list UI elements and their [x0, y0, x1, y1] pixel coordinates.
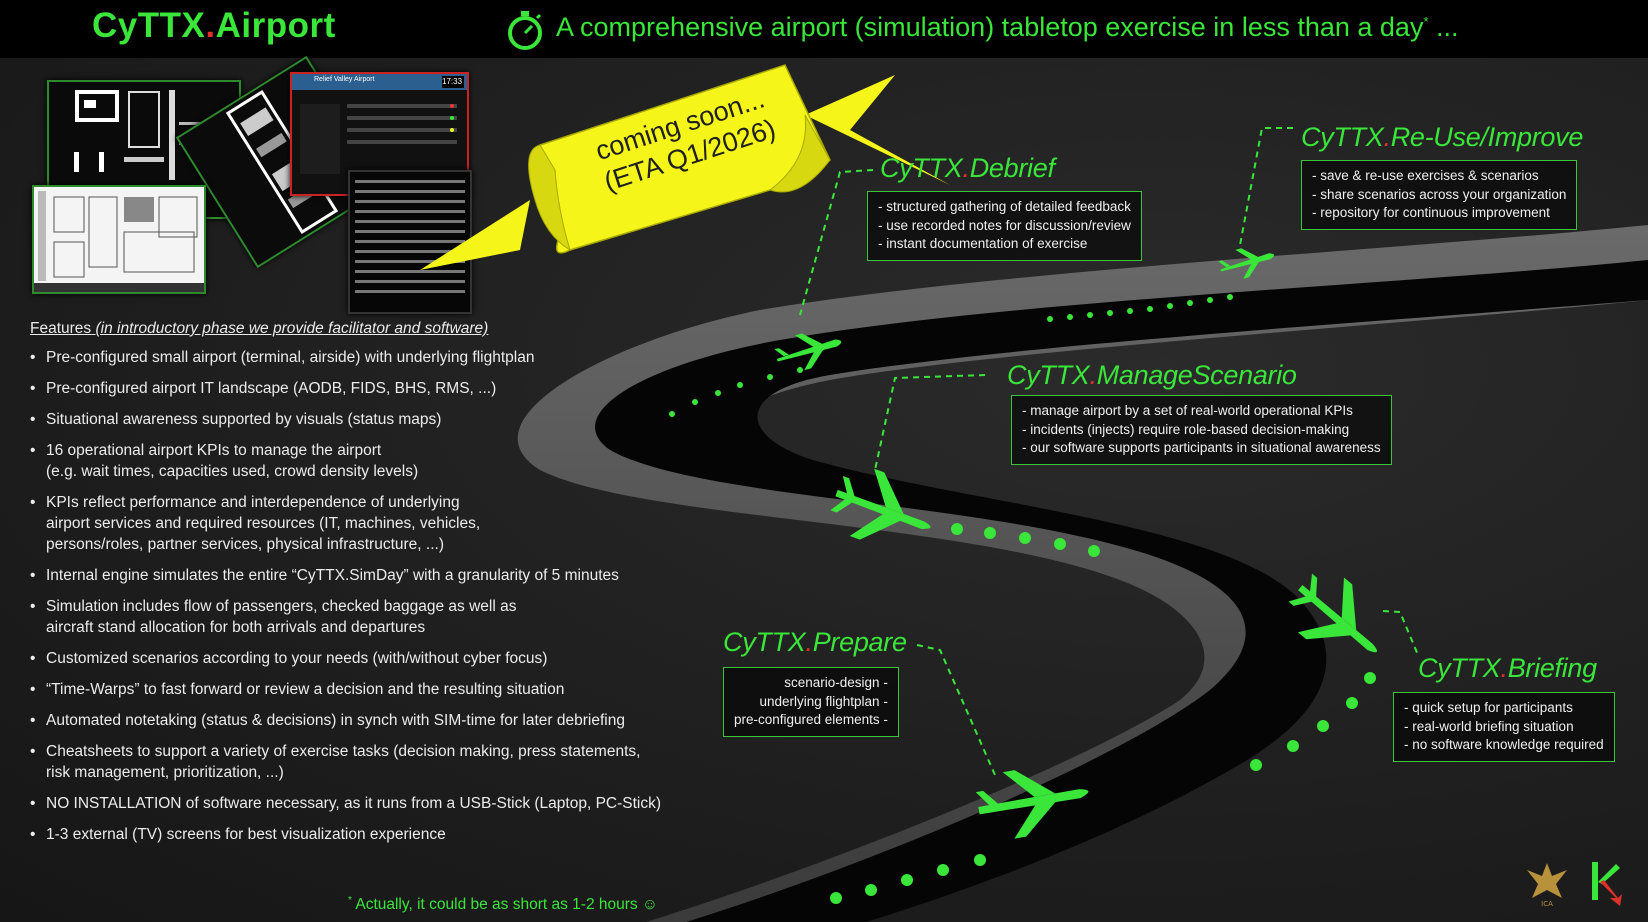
- debrief-line: - structured gathering of detailed feedb…: [878, 199, 1131, 214]
- feature-item: Simulation includes flow of passengers, …: [30, 596, 710, 638]
- stage-prefix: CyTTX: [880, 153, 963, 183]
- prepare-line: pre-configured elements -: [734, 712, 888, 727]
- fids-board-thumbnail: [350, 172, 470, 312]
- manage-info-box: - manage airport by a set of real-world …: [1011, 395, 1392, 465]
- dashed-connectors: [799, 127, 1419, 776]
- feature-item: Internal engine simulates the entire “Cy…: [30, 565, 710, 586]
- feature-item: Cheatsheets to support a variety of exer…: [30, 741, 710, 783]
- briefing-line: - no software knowledge required: [1404, 737, 1604, 752]
- reuse-line: - save & re-use exercises & scenarios: [1312, 168, 1539, 183]
- features-section: Features (in introductory phase we provi…: [30, 318, 710, 855]
- briefing-line: - real-world briefing situation: [1404, 718, 1574, 734]
- prepare-line: scenario-design -: [784, 675, 888, 690]
- airplane-icon-briefing: [1288, 573, 1378, 653]
- features-title-plain: Features: [30, 320, 92, 337]
- debrief-info-box: - structured gathering of detailed feedb…: [867, 191, 1142, 261]
- features-title: Features (in introductory phase we provi…: [30, 318, 710, 339]
- feature-item: 16 operational airport KPIs to manage th…: [30, 440, 710, 482]
- stage-title-reuse: CyTTX.Re-Use/Improve: [1301, 122, 1583, 153]
- coming-soon-banner: [420, 64, 950, 270]
- feature-item: Customized scenarios according to your n…: [30, 648, 710, 669]
- debrief-line: - instant documentation of exercise: [878, 236, 1088, 251]
- route-dots-middle: [951, 523, 1100, 557]
- header-bar: [0, 0, 1648, 58]
- prepare-line: underlying flightplan -: [759, 693, 888, 709]
- route-dots-upper: [669, 294, 1233, 417]
- stage-prefix: CyTTX: [1007, 360, 1090, 390]
- phoenix-logo-text: ICA: [1541, 900, 1553, 908]
- stage-dot: .: [1089, 360, 1098, 390]
- brand-title: CyTTX.Airport: [92, 6, 336, 46]
- airplane-icon-debrief: [774, 333, 842, 371]
- reuse-info-box: - save & re-use exercises & scenarios - …: [1301, 160, 1578, 230]
- k-arrow-logo-icon: [1592, 862, 1622, 906]
- debrief-line: - use recorded notes for discussion/revi…: [878, 217, 1131, 233]
- manage-line: - manage airport by a set of real-world …: [1022, 403, 1353, 418]
- tagline-ellipsis: ...: [1428, 12, 1459, 42]
- stage-name: Re-Use/Improve: [1390, 122, 1584, 152]
- feature-item: Pre-configured small airport (terminal, …: [30, 347, 710, 368]
- features-title-italic: (in introductory phase we provide facili…: [95, 320, 489, 337]
- feature-item: KPIs reflect performance and interdepend…: [30, 492, 710, 555]
- stage-title-manage: CyTTX.ManageScenario: [1007, 360, 1297, 391]
- phoenix-logo-icon: ICA: [1527, 863, 1567, 908]
- stage-prefix: CyTTX: [1418, 653, 1501, 683]
- tagline-asterisk: *: [1423, 14, 1429, 29]
- footnote: * Actually, it could be as short as 1-2 …: [348, 895, 658, 914]
- brand-dot: .: [205, 6, 216, 45]
- stage-prefix: CyTTX: [723, 627, 806, 657]
- airplane-icon-reuse: [1218, 248, 1275, 279]
- feature-item: NO INSTALLATION of software necessary, a…: [30, 793, 710, 814]
- stopwatch-icon: [508, 11, 542, 50]
- brand-suffix: Airport: [215, 6, 336, 45]
- stage-title-briefing: CyTTX.Briefing: [1418, 653, 1597, 684]
- feature-item: Situational awareness supported by visua…: [30, 409, 710, 430]
- reuse-line: - share scenarios across your organizati…: [1312, 186, 1567, 202]
- manage-line: - incidents (injects) require role-based…: [1022, 421, 1350, 437]
- stage-name: Debrief: [969, 153, 1055, 183]
- stage-dot: .: [1383, 122, 1392, 152]
- stage-title-debrief: CyTTX.Debrief: [880, 153, 1055, 184]
- feature-item: Pre-configured airport IT landscape (AOD…: [30, 378, 710, 399]
- briefing-info-box: - quick setup for participants - real-wo…: [1393, 692, 1615, 762]
- floorplan-thumbnail: [34, 187, 204, 292]
- stage-prefix: CyTTX: [1301, 122, 1384, 152]
- stage-name: Prepare: [812, 627, 907, 657]
- road-surface: [595, 260, 1648, 922]
- reuse-line: - repository for continuous improvement: [1312, 205, 1550, 220]
- stage-dot: .: [1500, 653, 1509, 683]
- stage-dot: .: [962, 153, 971, 183]
- feature-item: “Time-Warps” to fast forward or review a…: [30, 679, 710, 700]
- dashboard-panel-title: Relief Valley Airport: [314, 76, 375, 83]
- footnote-text: Actually, it could be as short as 1-2 ho…: [351, 896, 658, 914]
- stage-name: ManageScenario: [1096, 360, 1297, 390]
- route-dots-lower: [830, 672, 1376, 904]
- feature-item: Automated notetaking (status & decisions…: [30, 710, 710, 731]
- stage-title-prepare: CyTTX.Prepare: [723, 627, 907, 658]
- prepare-info-box: scenario-design - underlying flightplan …: [723, 667, 899, 737]
- airplane-icon-manage: [830, 468, 931, 540]
- floorplan-screenshot: [32, 185, 206, 294]
- stage-name: Briefing: [1507, 653, 1597, 683]
- brand-prefix: CyTTX: [92, 6, 206, 45]
- features-list: Pre-configured small airport (terminal, …: [30, 347, 710, 845]
- dashboard-clock: 17:33: [442, 77, 463, 86]
- fids-board-screenshot: [348, 170, 472, 314]
- footnote-asterisk: *: [348, 895, 352, 906]
- tagline-text: A comprehensive airport (simulation) tab…: [556, 12, 1424, 42]
- airplane-icon-prepare: [975, 770, 1089, 839]
- briefing-line: - quick setup for participants: [1404, 700, 1573, 715]
- stage-dot: .: [805, 627, 814, 657]
- tagline: A comprehensive airport (simulation) tab…: [556, 12, 1459, 43]
- feature-item: 1-3 external (TV) screens for best visua…: [30, 824, 710, 845]
- manage-line: - our software supports participants in …: [1022, 440, 1381, 455]
